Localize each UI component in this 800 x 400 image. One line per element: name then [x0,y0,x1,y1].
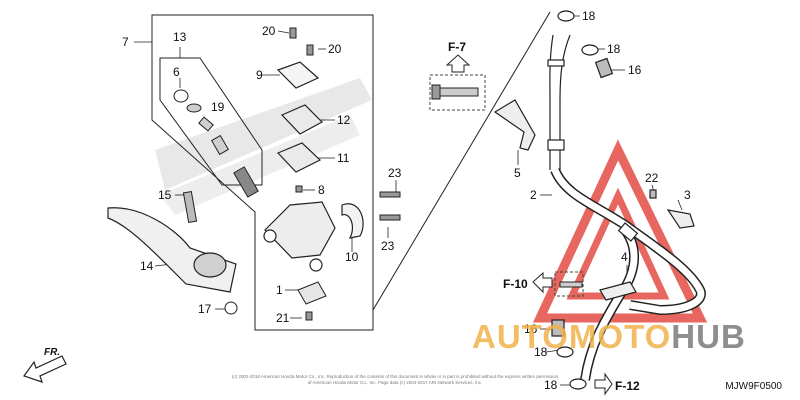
pivot-bolt [182,190,238,315]
ref-label-f12: F-12 [615,379,640,393]
master-cylinder-body [263,201,336,272]
ref-arrow-f7 [445,54,471,73]
callout-18a: 18 [582,9,596,23]
callout-6: 6 [173,65,180,79]
callout-15: 15 [158,188,172,202]
callout-20b: 20 [328,42,342,56]
callout-8: 8 [318,183,325,197]
callout-18c: 18 [534,345,548,359]
ref-box-f10 [554,271,584,297]
front-direction-arrow [23,355,67,383]
callout-16a: 16 [628,63,642,77]
assembly-13-outline [159,57,263,186]
screws [289,27,401,321]
callout-7: 7 [122,35,129,49]
ref-arrow-f12 [594,372,613,396]
brake-switch [297,281,327,305]
callout-10: 10 [345,250,359,264]
callout-23a: 23 [388,166,402,180]
brake-lever [107,207,237,293]
callout-13: 13 [173,30,187,44]
callout-5: 5 [514,166,521,180]
callout-21: 21 [276,311,290,325]
callout-18b: 18 [607,42,621,56]
ref-box-f7 [429,74,486,111]
diagram-code: MJW9F0500 [725,381,782,392]
callout-22: 22 [645,171,659,185]
callout-19: 19 [211,100,225,114]
callout-17: 17 [198,302,212,316]
clamp-holder [341,203,364,239]
bolt-f10 [559,281,583,288]
callout-4: 4 [621,250,628,264]
callout-12: 12 [337,113,351,127]
diaphragm-plate [276,104,323,173]
front-direction-label: FR. [44,347,61,358]
handlebar-silhouette [155,78,372,215]
copyright-notice: (c) 2002-2018 American Honda Motor Co., … [231,374,559,385]
callout-20a: 20 [262,24,276,38]
assembly-7-outline [151,14,374,331]
piston-set [173,89,259,198]
hose-clamp-4 [599,281,637,301]
divider-line [372,11,551,311]
watermark-text: AUTOMOTOHUB [472,318,746,355]
hose-bracket-5 [493,99,536,151]
ref-arrow-f10 [532,271,553,294]
ref-label-f7: F-7 [448,40,466,54]
sealing-washers [556,10,599,390]
banjo-bolts [551,57,657,337]
reservoir-cap [276,61,320,89]
callout-3: 3 [684,188,691,202]
hose-clamp-3 [666,209,695,229]
callout-18d: 18 [544,378,558,392]
banjo-bolt-f7 [431,84,479,100]
callout-23b: 23 [381,239,395,253]
callout-2: 2 [530,188,537,202]
callout-16b: 16 [524,322,538,336]
ref-label-f10: F-10 [503,277,528,291]
callout-1: 1 [276,283,283,297]
callout-11: 11 [337,151,350,165]
callout-9: 9 [256,68,263,82]
callout-14: 14 [140,259,154,273]
